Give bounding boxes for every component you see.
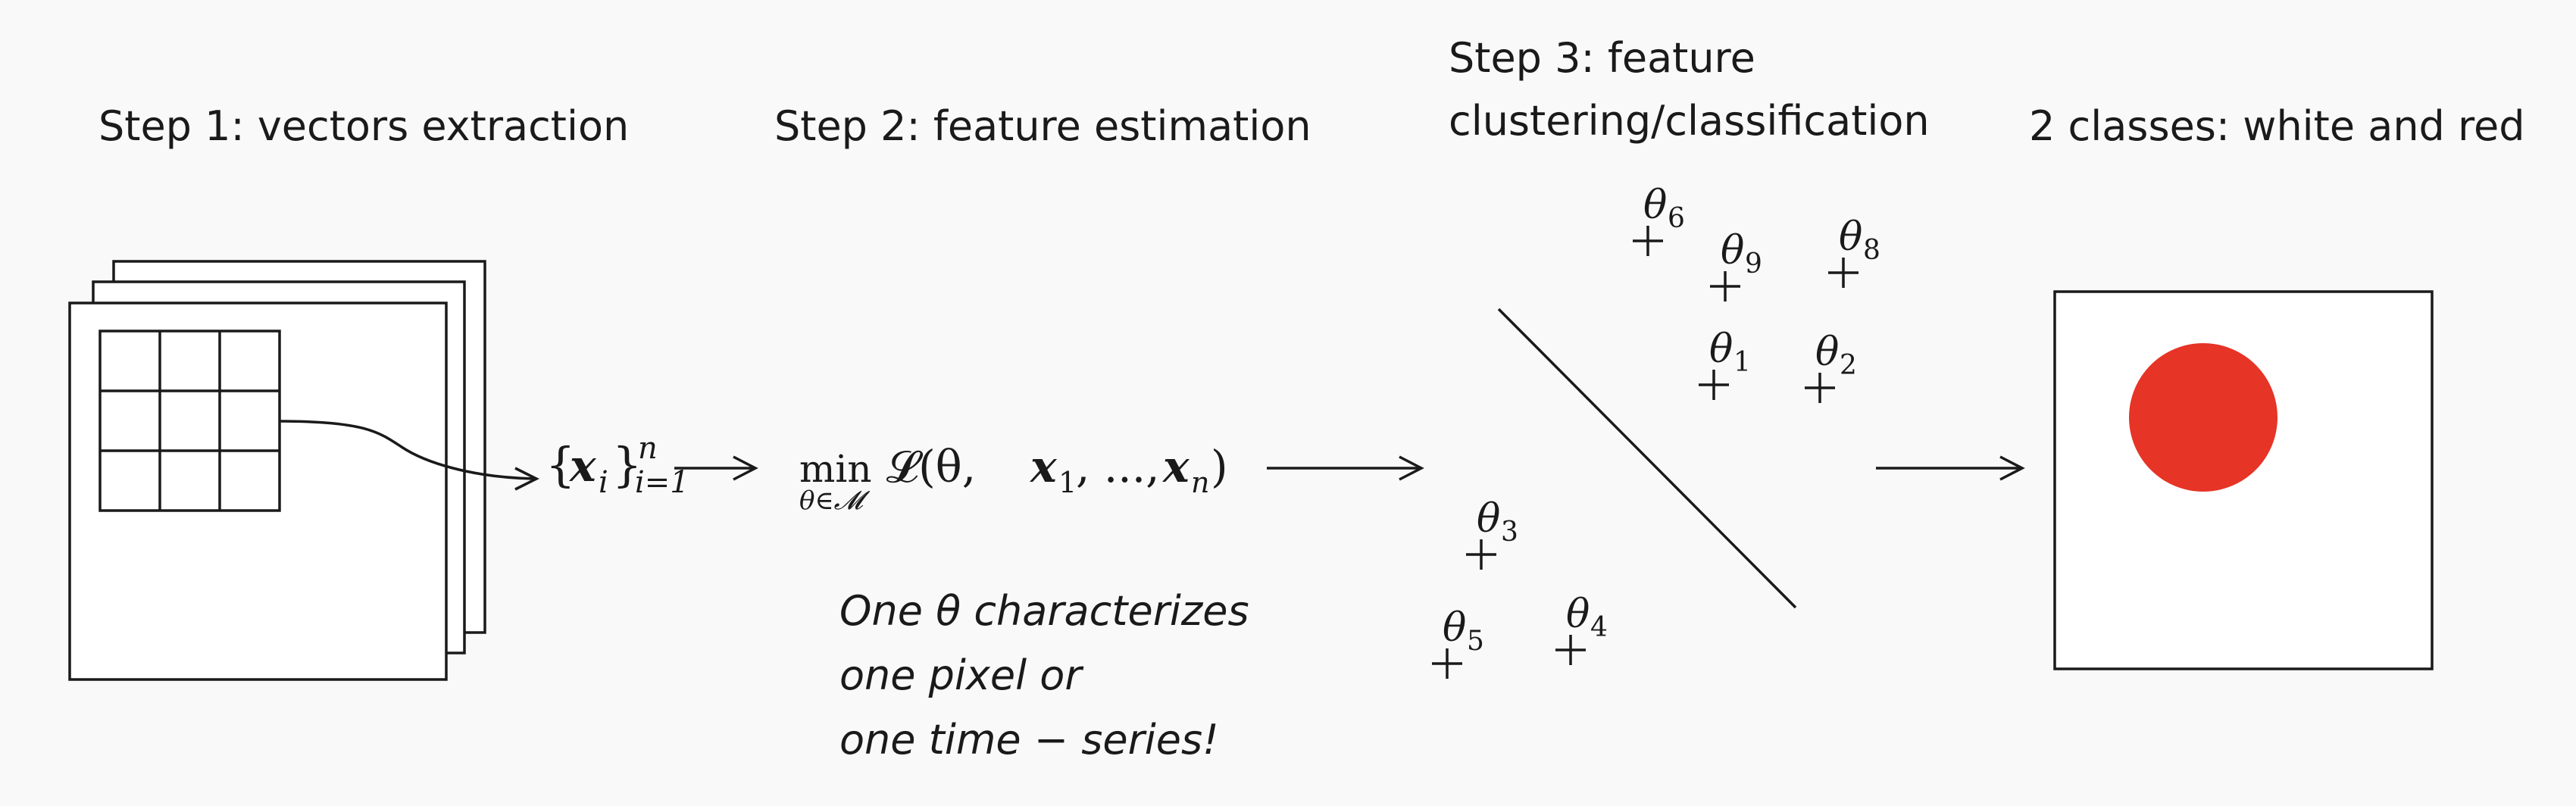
theta-symbol: θ: [1709, 326, 1733, 372]
theta-subscript: 2: [1840, 350, 1857, 381]
note-line1: One θ characterizes: [839, 587, 1249, 635]
step3-heading-line1: Step 3: feature: [1449, 34, 1755, 82]
theta-symbol: θ: [1839, 214, 1862, 260]
svg-text:}: }: [612, 437, 642, 492]
svg-text:i=1: i=1: [635, 465, 689, 500]
svg-text:x: x: [1029, 441, 1058, 492]
svg-text:1: 1: [1058, 466, 1077, 499]
note-line3: one time − series!: [839, 716, 1219, 764]
theta-subscript: 3: [1501, 517, 1518, 548]
step1-heading: Step 1: vectors extraction: [98, 102, 629, 150]
svg-text:θ∈𝓜: θ∈𝓜: [799, 486, 871, 516]
red-disc-icon: [2129, 343, 2277, 492]
theta-subscript: 9: [1745, 248, 1762, 280]
theta-symbol: θ: [1643, 183, 1667, 228]
image-layer-front: [68, 301, 448, 681]
svg-text:, ...,: , ...,: [1076, 441, 1160, 492]
separating-line: [1497, 308, 1797, 609]
svg-text:n: n: [1191, 466, 1209, 499]
theta-subscript: 5: [1467, 626, 1484, 657]
extraction-arrow: [279, 420, 535, 480]
svg-text:n: n: [638, 431, 658, 466]
theta-subscript: 1: [1733, 347, 1751, 378]
svg-text:): ): [1211, 441, 1228, 492]
pixel-grid-icon: [98, 330, 281, 512]
vector-set-formula: { x i } n i=1: [546, 431, 689, 500]
image-stack-icon: [68, 260, 486, 681]
svg-text:{: {: [546, 437, 575, 492]
theta-subscript: 6: [1668, 203, 1685, 234]
result-image-frame: [2053, 290, 2434, 670]
svg-text:x: x: [568, 440, 597, 492]
estimation-formula: min θ∈𝓜 𝓛(θ, x 1 , ..., x n ): [799, 441, 1228, 516]
svg-text:x: x: [1161, 441, 1190, 492]
theta-subscript: 8: [1863, 235, 1880, 266]
theta-symbol: θ: [1443, 605, 1466, 651]
extraction-arrowhead: [514, 467, 539, 491]
theta-symbol: θ: [1721, 228, 1744, 273]
step4-heading: 2 classes: white and red: [2029, 102, 2525, 150]
theta-subscript: 4: [1590, 612, 1608, 643]
svg-text:min: min: [799, 447, 872, 491]
step2-heading: Step 2: feature estimation: [774, 102, 1311, 150]
svg-text:i: i: [599, 465, 608, 500]
note-line2: one pixel or: [839, 651, 1083, 699]
theta-symbol: θ: [1566, 592, 1590, 637]
step3-heading-line2: clustering/classification: [1449, 97, 1930, 145]
theta-symbol: θ: [1477, 496, 1500, 542]
theta-symbol: θ: [1815, 330, 1839, 375]
svg-text:𝓛(θ,: 𝓛(θ,: [886, 441, 976, 492]
